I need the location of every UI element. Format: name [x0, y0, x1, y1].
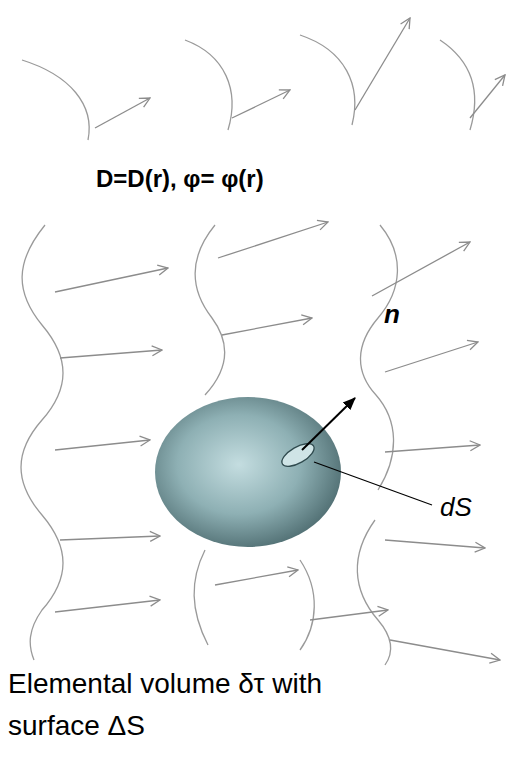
field-arrows [55, 18, 505, 660]
normal-label: n [384, 300, 400, 330]
field-label: D=D(r), φ= φ(r) [96, 165, 264, 193]
elemental-volume [155, 397, 341, 547]
leader-line [314, 462, 432, 505]
normal-vector [302, 398, 355, 450]
surface-element [278, 439, 317, 471]
caption: Elemental volume δτ with surface ΔS [8, 663, 328, 747]
area-label: dS [440, 493, 472, 523]
field-lines [21, 35, 475, 665]
